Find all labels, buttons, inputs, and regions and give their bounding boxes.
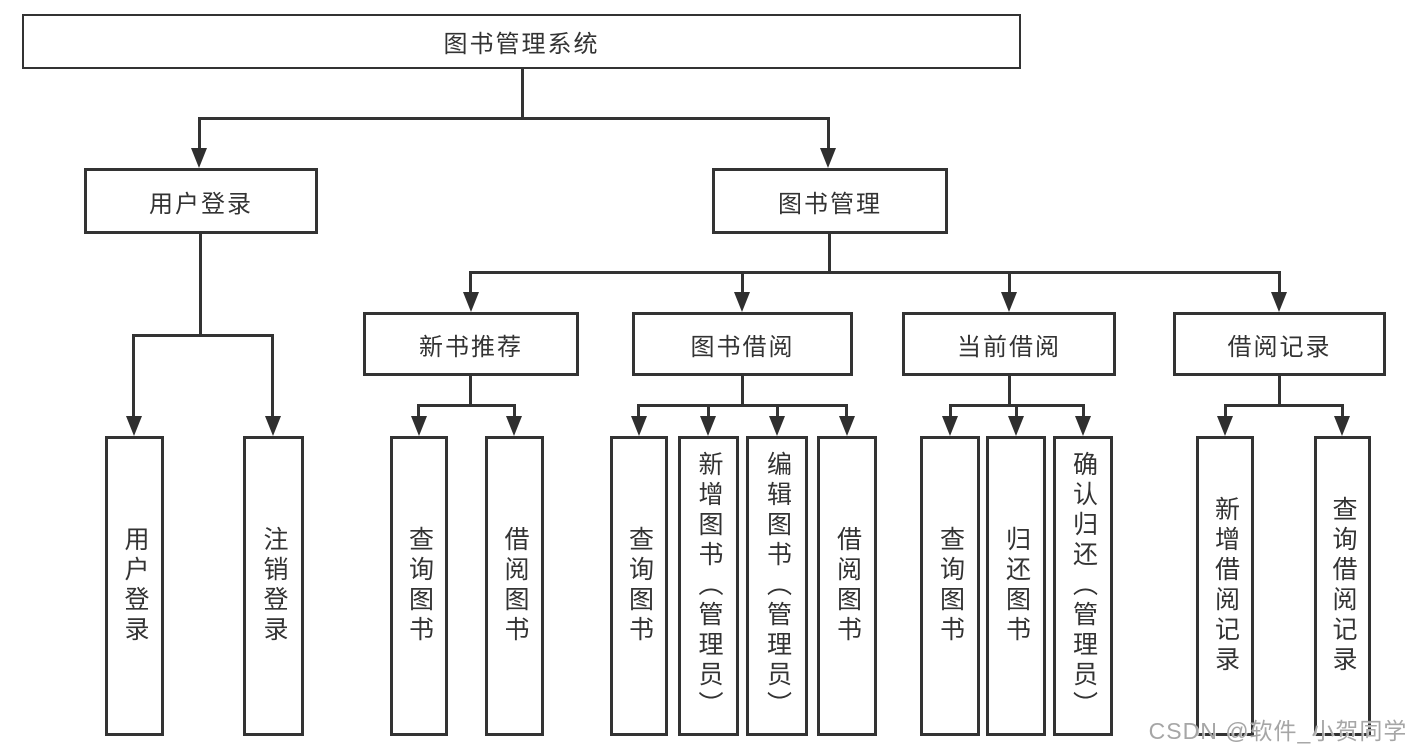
arrow-down-icon (265, 416, 281, 436)
leaf-label: 编辑图书（管理员） (763, 451, 792, 721)
leaf-borrow-books-recommend: 借阅图书 (485, 436, 544, 736)
arrow-down-icon (126, 416, 142, 436)
leaf-query-borrow-record: 查询借阅记录 (1314, 436, 1371, 736)
connector-line (949, 404, 952, 419)
leaf-user-login: 用户登录 (105, 436, 164, 736)
leaf-label: 注销登录 (260, 526, 288, 646)
node-user-login: 用户登录 (84, 168, 318, 234)
connector-line (513, 404, 516, 419)
leaf-label: 确认归还（管理员） (1069, 451, 1098, 721)
node-book-management: 图书管理 (712, 168, 948, 234)
connector-line (828, 234, 831, 274)
leaf-query-books-borrow: 查询图书 (610, 436, 668, 736)
leaf-borrow-books: 借阅图书 (817, 436, 877, 736)
leaf-query-books-recommend: 查询图书 (390, 436, 448, 736)
leaf-edit-books-admin: 编辑图书（管理员） (746, 436, 808, 736)
node-label: 当前借阅 (957, 333, 1061, 361)
arrow-down-icon (942, 416, 958, 436)
connector-line (637, 404, 640, 419)
connector-line (1278, 271, 1281, 294)
node-label: 新书推荐 (419, 333, 523, 361)
leaf-label: 查询图书 (936, 526, 965, 646)
leaf-confirm-return-admin: 确认归还（管理员） (1053, 436, 1113, 736)
arrow-down-icon (839, 416, 855, 436)
node-new-book-recommendation: 新书推荐 (363, 312, 579, 376)
arrow-down-icon (631, 416, 647, 436)
leaf-return-books: 归还图书 (986, 436, 1046, 736)
leaf-logout: 注销登录 (243, 436, 304, 736)
connector-line (469, 376, 472, 407)
arrow-down-icon (191, 148, 207, 168)
connector-line (1082, 404, 1085, 419)
connector-line (776, 404, 779, 419)
connector-line (1224, 404, 1227, 419)
connector-line (132, 334, 274, 337)
node-label: 用户登录 (149, 190, 253, 218)
arrow-down-icon (820, 148, 836, 168)
arrow-down-icon (700, 416, 716, 436)
connector-line (827, 117, 830, 150)
connector-line (707, 404, 710, 419)
leaf-label: 查询图书 (405, 526, 434, 646)
arrow-down-icon (1001, 292, 1017, 312)
csdn-watermark: CSDN @软件_小贺同学 (1148, 718, 1405, 744)
connector-line (741, 376, 744, 407)
connector-line (637, 404, 848, 407)
arrow-down-icon (769, 416, 785, 436)
leaf-label: 归还图书 (1002, 526, 1031, 646)
arrow-down-icon (1334, 416, 1350, 436)
connector-line (1224, 404, 1344, 407)
arrow-down-icon (411, 416, 427, 436)
leaf-add-borrow-record: 新增借阅记录 (1196, 436, 1254, 736)
connector-line (469, 271, 472, 294)
arrow-down-icon (1008, 416, 1024, 436)
node-label: 图书借阅 (690, 333, 795, 361)
arrow-down-icon (1217, 416, 1233, 436)
leaf-label: 借阅图书 (501, 526, 529, 646)
node-label: 图书管理系统 (443, 31, 600, 58)
node-book-borrowing: 图书借阅 (632, 312, 853, 376)
connector-line (417, 404, 516, 407)
arrow-down-icon (463, 292, 479, 312)
connector-line (741, 271, 744, 294)
connector-line (271, 334, 274, 420)
leaf-label: 查询图书 (625, 526, 654, 646)
connector-line (198, 117, 830, 120)
connector-line (198, 117, 201, 150)
leaf-label: 新增借阅记录 (1211, 496, 1240, 676)
arrow-down-icon (734, 292, 750, 312)
leaf-label: 新增图书（管理员） (695, 451, 723, 721)
leaf-query-books-current: 查询图书 (920, 436, 980, 736)
connector-line (132, 334, 135, 420)
connector-line (1015, 404, 1018, 419)
leaf-label: 借阅图书 (833, 526, 862, 646)
connector-line (1008, 376, 1011, 407)
node-current-borrowing: 当前借阅 (902, 312, 1116, 376)
arrow-down-icon (1271, 292, 1287, 312)
leaf-add-books-admin: 新增图书（管理员） (678, 436, 739, 736)
node-label: 图书管理 (778, 190, 882, 218)
connector-line (199, 234, 202, 337)
connector-line (469, 271, 1281, 274)
connector-line (417, 404, 420, 419)
connector-line (1278, 376, 1281, 407)
leaf-label: 用户登录 (121, 526, 149, 646)
node-library-management-system: 图书管理系统 (22, 14, 1021, 69)
connector-line (845, 404, 848, 419)
node-borrowing-records: 借阅记录 (1173, 312, 1386, 376)
arrow-down-icon (506, 416, 522, 436)
connector-line (1341, 404, 1344, 419)
node-label: 借阅记录 (1227, 333, 1332, 361)
leaf-label: 查询借阅记录 (1329, 496, 1357, 676)
connector-line (1008, 271, 1011, 294)
connector-line (521, 69, 524, 118)
arrow-down-icon (1075, 416, 1091, 436)
